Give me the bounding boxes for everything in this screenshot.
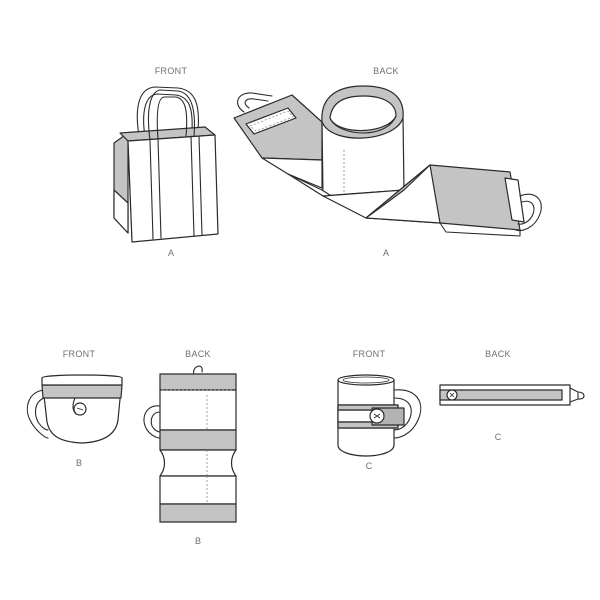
- view-b-back-letter: B: [194, 536, 202, 546]
- view-c-back-heading: BACK: [485, 349, 511, 359]
- view-b-front-heading: FRONT: [62, 349, 96, 359]
- mug-handle-c: [393, 389, 422, 439]
- right-loop: [515, 193, 542, 232]
- view-c-front-heading: FRONT: [352, 349, 386, 359]
- hanging-loop: [193, 365, 203, 376]
- tote-front-body: [127, 134, 219, 243]
- left-pocket: [245, 107, 297, 135]
- tote-handle-front: [147, 89, 196, 141]
- view-b-back-opened-cozy: [143, 365, 237, 523]
- view-b-front-letter: B: [75, 458, 83, 468]
- waist-panel: [159, 449, 237, 477]
- band-loop: [577, 391, 585, 400]
- view-c-front-mug-with-band: [337, 374, 422, 457]
- view-a-front-heading: FRONT: [154, 66, 188, 76]
- view-a-back-heading: BACK: [373, 66, 399, 76]
- tote-front-strap-left: [149, 139, 154, 240]
- view-b-front-mug-cozy: [26, 374, 123, 444]
- view-c-back-flat-band: [439, 384, 585, 406]
- tote-handle-back: [136, 86, 200, 137]
- view-b-back-heading: BACK: [185, 349, 211, 359]
- mid-panel: [159, 429, 237, 451]
- tote-front-strap-right: [190, 135, 195, 237]
- side-handle: [143, 405, 161, 439]
- top-band: [159, 373, 237, 391]
- view-a-front-tote-bag: [113, 86, 219, 243]
- view-a-front-letter: A: [167, 248, 175, 258]
- view-c-front-letter: C: [365, 461, 373, 471]
- left-panel: [233, 94, 323, 161]
- right-strap-slot: [504, 177, 525, 223]
- left-loop: [237, 92, 273, 113]
- view-a-back-letter: A: [382, 248, 390, 258]
- mug-handle: [26, 389, 49, 439]
- bottom-band: [159, 503, 237, 523]
- cozy-band: [41, 384, 123, 399]
- band-inner: [439, 389, 563, 401]
- view-a-back-opened-tote: [233, 85, 542, 237]
- left-lower-panel: [261, 157, 323, 189]
- band-end-tab: [569, 387, 579, 403]
- view-c-back-letter: C: [494, 432, 502, 442]
